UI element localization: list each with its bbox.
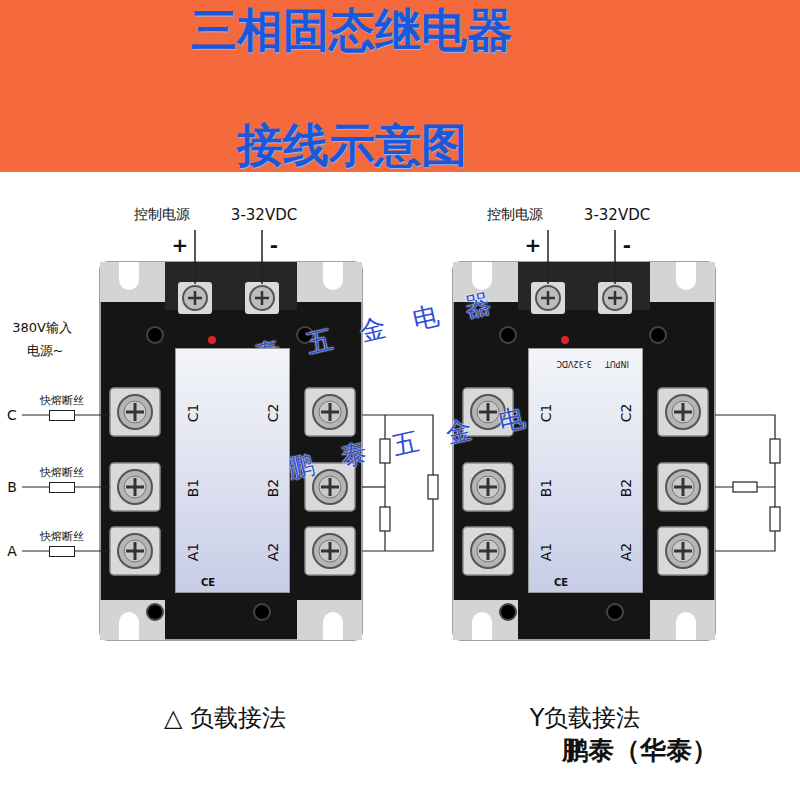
input-label: 380V输入: [12, 319, 72, 337]
terminal-label: B2: [265, 479, 281, 498]
terminal-label: B2: [618, 479, 634, 498]
terminal-label: A1: [185, 543, 201, 561]
fuse-box: 快熔断丝: [39, 466, 85, 493]
phase-label: C: [7, 407, 17, 423]
phase-label: B: [7, 479, 17, 495]
fuse-symbol: [49, 546, 75, 557]
terminal-label: CE: [201, 577, 215, 588]
relay-body: [100, 230, 362, 640]
terminal-label: C2: [265, 404, 281, 423]
input-label: 电源~: [27, 342, 64, 360]
caption-label: △ 负载接法: [164, 702, 286, 734]
power-label: 控制电源: [134, 206, 190, 224]
caption-label: Y负载接法: [530, 702, 641, 734]
terminal-label: INPUT: [605, 359, 629, 368]
polarity-label: +: [525, 233, 542, 257]
terminal-label: C1: [538, 404, 554, 423]
polarity-label: -: [270, 233, 278, 257]
power-label: 控制电源: [487, 206, 543, 224]
phase-label: A: [7, 543, 17, 559]
fuse-label: 快熔断丝: [39, 394, 85, 407]
terminal-label: A1: [538, 543, 554, 561]
terminal-label: 3-32VDC: [556, 359, 591, 368]
terminal-label: A2: [265, 543, 281, 561]
label-plate: INPUT 3-32VDC C1B1A1 C2B2A2CE: [528, 348, 643, 593]
polarity-label: +: [172, 233, 189, 257]
terminal-label: B1: [538, 479, 554, 498]
fuse-box: 快熔断丝: [39, 394, 85, 421]
polarity-label: -: [623, 233, 631, 257]
title-text: 三相固态继电器 接线示意图: [167, 0, 537, 203]
terminal-label: C2: [618, 404, 634, 423]
fuse-box: 快熔断丝: [39, 530, 85, 557]
brand-label: 鹏泰（华泰）: [562, 733, 718, 768]
fuse-label: 快熔断丝: [39, 530, 85, 543]
terminal-label: C1: [185, 404, 201, 423]
voltage-label: 3-32VDC: [584, 206, 650, 224]
fuse-symbol: [49, 410, 75, 421]
terminal-label: CE: [554, 577, 568, 588]
voltage-label: 3-32VDC: [231, 206, 297, 224]
terminal-label: B1: [185, 479, 201, 498]
fuse-label: 快熔断丝: [39, 466, 85, 479]
terminal-label: A2: [618, 543, 634, 561]
label-plate: C1B1A1 C2B2A2CE: [175, 348, 290, 593]
fuse-symbol: [49, 482, 75, 493]
